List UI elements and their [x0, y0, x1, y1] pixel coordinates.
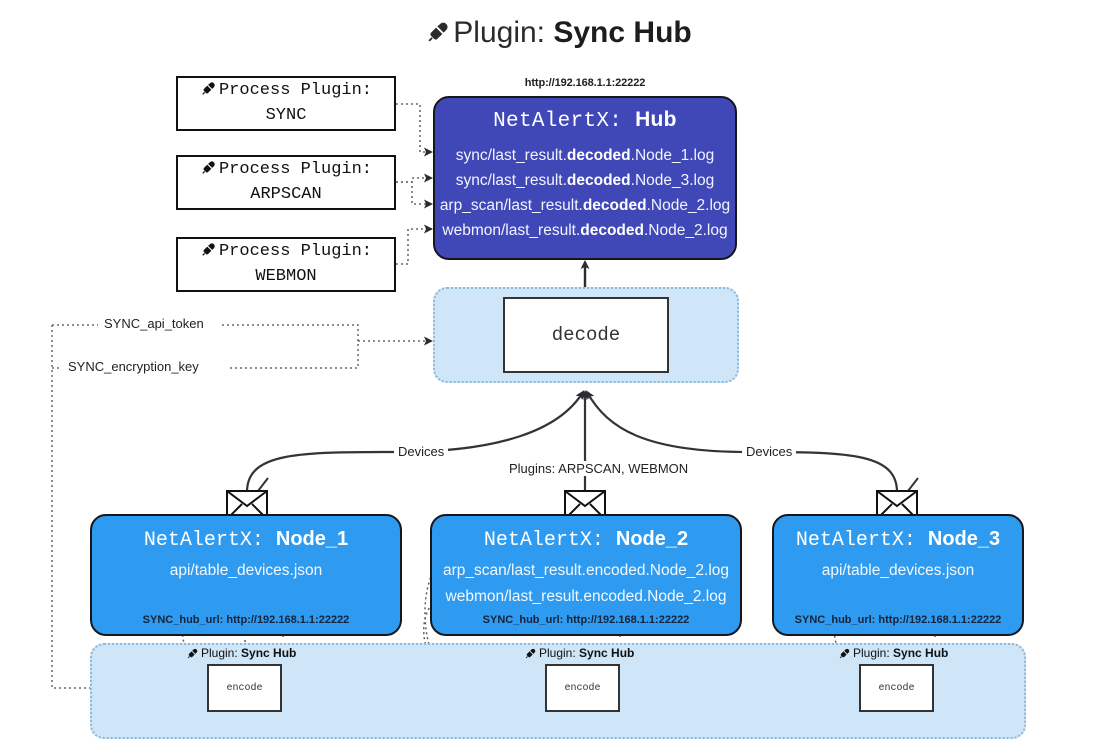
prefix: NetAlertX:: [143, 529, 276, 552]
process-plugin-arpscan[interactable]: Process Plugin: ARPSCAN: [176, 155, 396, 210]
process-plugin-webmon[interactable]: Process Plugin: WEBMON: [176, 237, 396, 292]
node-title: NetAlertX: Node_2: [484, 528, 688, 552]
encoder-caption-2: Plugin: Sync Hub: [524, 646, 634, 663]
encoder-caption-3: Plugin: Sync Hub: [838, 646, 948, 663]
name: Node_1: [275, 528, 349, 550]
node-box-node-3[interactable]: NetAlertX: Node_3 api/table_devices.json…: [772, 514, 1024, 636]
label: Process Plugin:: [218, 159, 373, 179]
hub-logline: sync/last_result.decoded.Node_3.log: [456, 168, 714, 193]
name: Sync Hub: [579, 646, 635, 660]
node-title: NetAlertX: Node_3: [796, 528, 1000, 552]
node-hub-url: SYNC_hub_url: http://192.168.1.1:22222: [794, 614, 1002, 626]
name: Node_2: [615, 528, 689, 550]
encode-box-1[interactable]: encode: [207, 664, 282, 712]
post: .Node_2.log: [646, 197, 731, 215]
process-plugin-webmon-name: WEBMON: [255, 267, 317, 286]
page-title: Plugin: Sync Hub: [0, 16, 1117, 53]
edge-label-devices-left: Devices: [394, 444, 449, 459]
post: .Node_2.log: [643, 222, 728, 240]
node-resource: api/table_devices.json: [169, 562, 323, 579]
name: Node_3: [927, 528, 1001, 550]
page-title-name: Sync Hub: [553, 16, 692, 49]
prefix: NetAlertX:: [795, 529, 928, 552]
hub-logline: arp_scan/last_result.decoded.Node_2.log: [440, 193, 730, 218]
node-resource: api/table_devices.json: [821, 562, 975, 579]
secret-api-token-label: SYNC_api_token: [100, 316, 208, 331]
hub-url-caption: http://192.168.1.1:22222: [524, 77, 646, 89]
encode-box-2[interactable]: encode: [545, 664, 620, 712]
node-title: NetAlertX: Node_1: [144, 528, 348, 552]
process-plugin-sync[interactable]: Process Plugin: SYNC: [176, 76, 396, 131]
prefix: Plugin:: [539, 646, 580, 660]
encode-box-3[interactable]: encode: [859, 664, 934, 712]
em: decoded: [566, 147, 631, 164]
encoder-caption-1: Plugin: Sync Hub: [186, 646, 296, 663]
node-box-node-2[interactable]: NetAlertX: Node_2 arp_scan/last_result.e…: [430, 514, 742, 636]
process-plugin-sync-name: SYNC: [265, 106, 307, 125]
node-hub-url: SYNC_hub_url: http://192.168.1.1:22222: [482, 614, 690, 626]
node-hub-url: SYNC_hub_url: http://192.168.1.1:22222: [142, 614, 350, 626]
em: decoded: [580, 222, 644, 240]
process-plugin-sync-line1: Process Plugin:: [200, 80, 372, 105]
pre: sync/last_result.: [455, 172, 567, 190]
prefix: NetAlertX:: [483, 529, 616, 552]
node-resource: webmon/last_result.encoded.Node_2.log: [445, 588, 727, 606]
pre: arp_scan/last_result.: [439, 197, 583, 215]
plug-icon: [838, 647, 851, 663]
process-plugin-arpscan-line1: Process Plugin:: [200, 159, 372, 184]
decode-box[interactable]: decode: [503, 297, 669, 373]
secret-encryption-key-label: SYNC_encryption_key: [64, 359, 203, 374]
pre: webmon/last_result.: [442, 222, 581, 240]
edge-label-plugins-center: Plugins: ARPSCAN, WEBMON: [505, 461, 693, 476]
prefix: Plugin:: [853, 646, 894, 660]
plug-icon: [425, 19, 451, 53]
prefix: Plugin:: [201, 646, 242, 660]
page-title-prefix: Plugin:: [453, 16, 554, 49]
node-resource: arp_scan/last_result.encoded.Node_2.log: [442, 562, 730, 579]
plug-icon: [524, 647, 537, 663]
plug-icon: [200, 80, 217, 105]
label: Process Plugin:: [218, 80, 373, 100]
node-box-node-1[interactable]: NetAlertX: Node_1 api/table_devices.json…: [90, 514, 402, 636]
plug-icon: [200, 241, 217, 266]
plug-icon: [186, 647, 199, 663]
post: .Node_3.log: [630, 172, 715, 190]
hub-title-prefix: NetAlertX:: [493, 110, 636, 133]
em: decoded: [582, 197, 647, 215]
edge-label-devices-right: Devices: [742, 444, 797, 459]
hub-title: NetAlertX: Hub: [493, 108, 677, 133]
plug-icon: [200, 159, 217, 184]
name: Sync Hub: [893, 646, 949, 660]
hub-logline: webmon/last_result.decoded.Node_2.log: [442, 218, 727, 243]
name: Sync Hub: [241, 646, 297, 660]
pre: sync/last_result.: [455, 147, 567, 164]
hub-logline: sync/last_result.decoded.Node_1.log: [456, 143, 714, 168]
hub-title-name: Hub: [635, 108, 677, 131]
label: Process Plugin:: [218, 241, 373, 261]
post: .Node_1.log: [630, 147, 715, 164]
hub-box[interactable]: NetAlertX: Hub sync/last_result.decoded.…: [433, 96, 737, 260]
process-plugin-webmon-line1: Process Plugin:: [200, 241, 372, 266]
process-plugin-arpscan-name: ARPSCAN: [250, 185, 322, 204]
em: decoded: [566, 172, 631, 190]
